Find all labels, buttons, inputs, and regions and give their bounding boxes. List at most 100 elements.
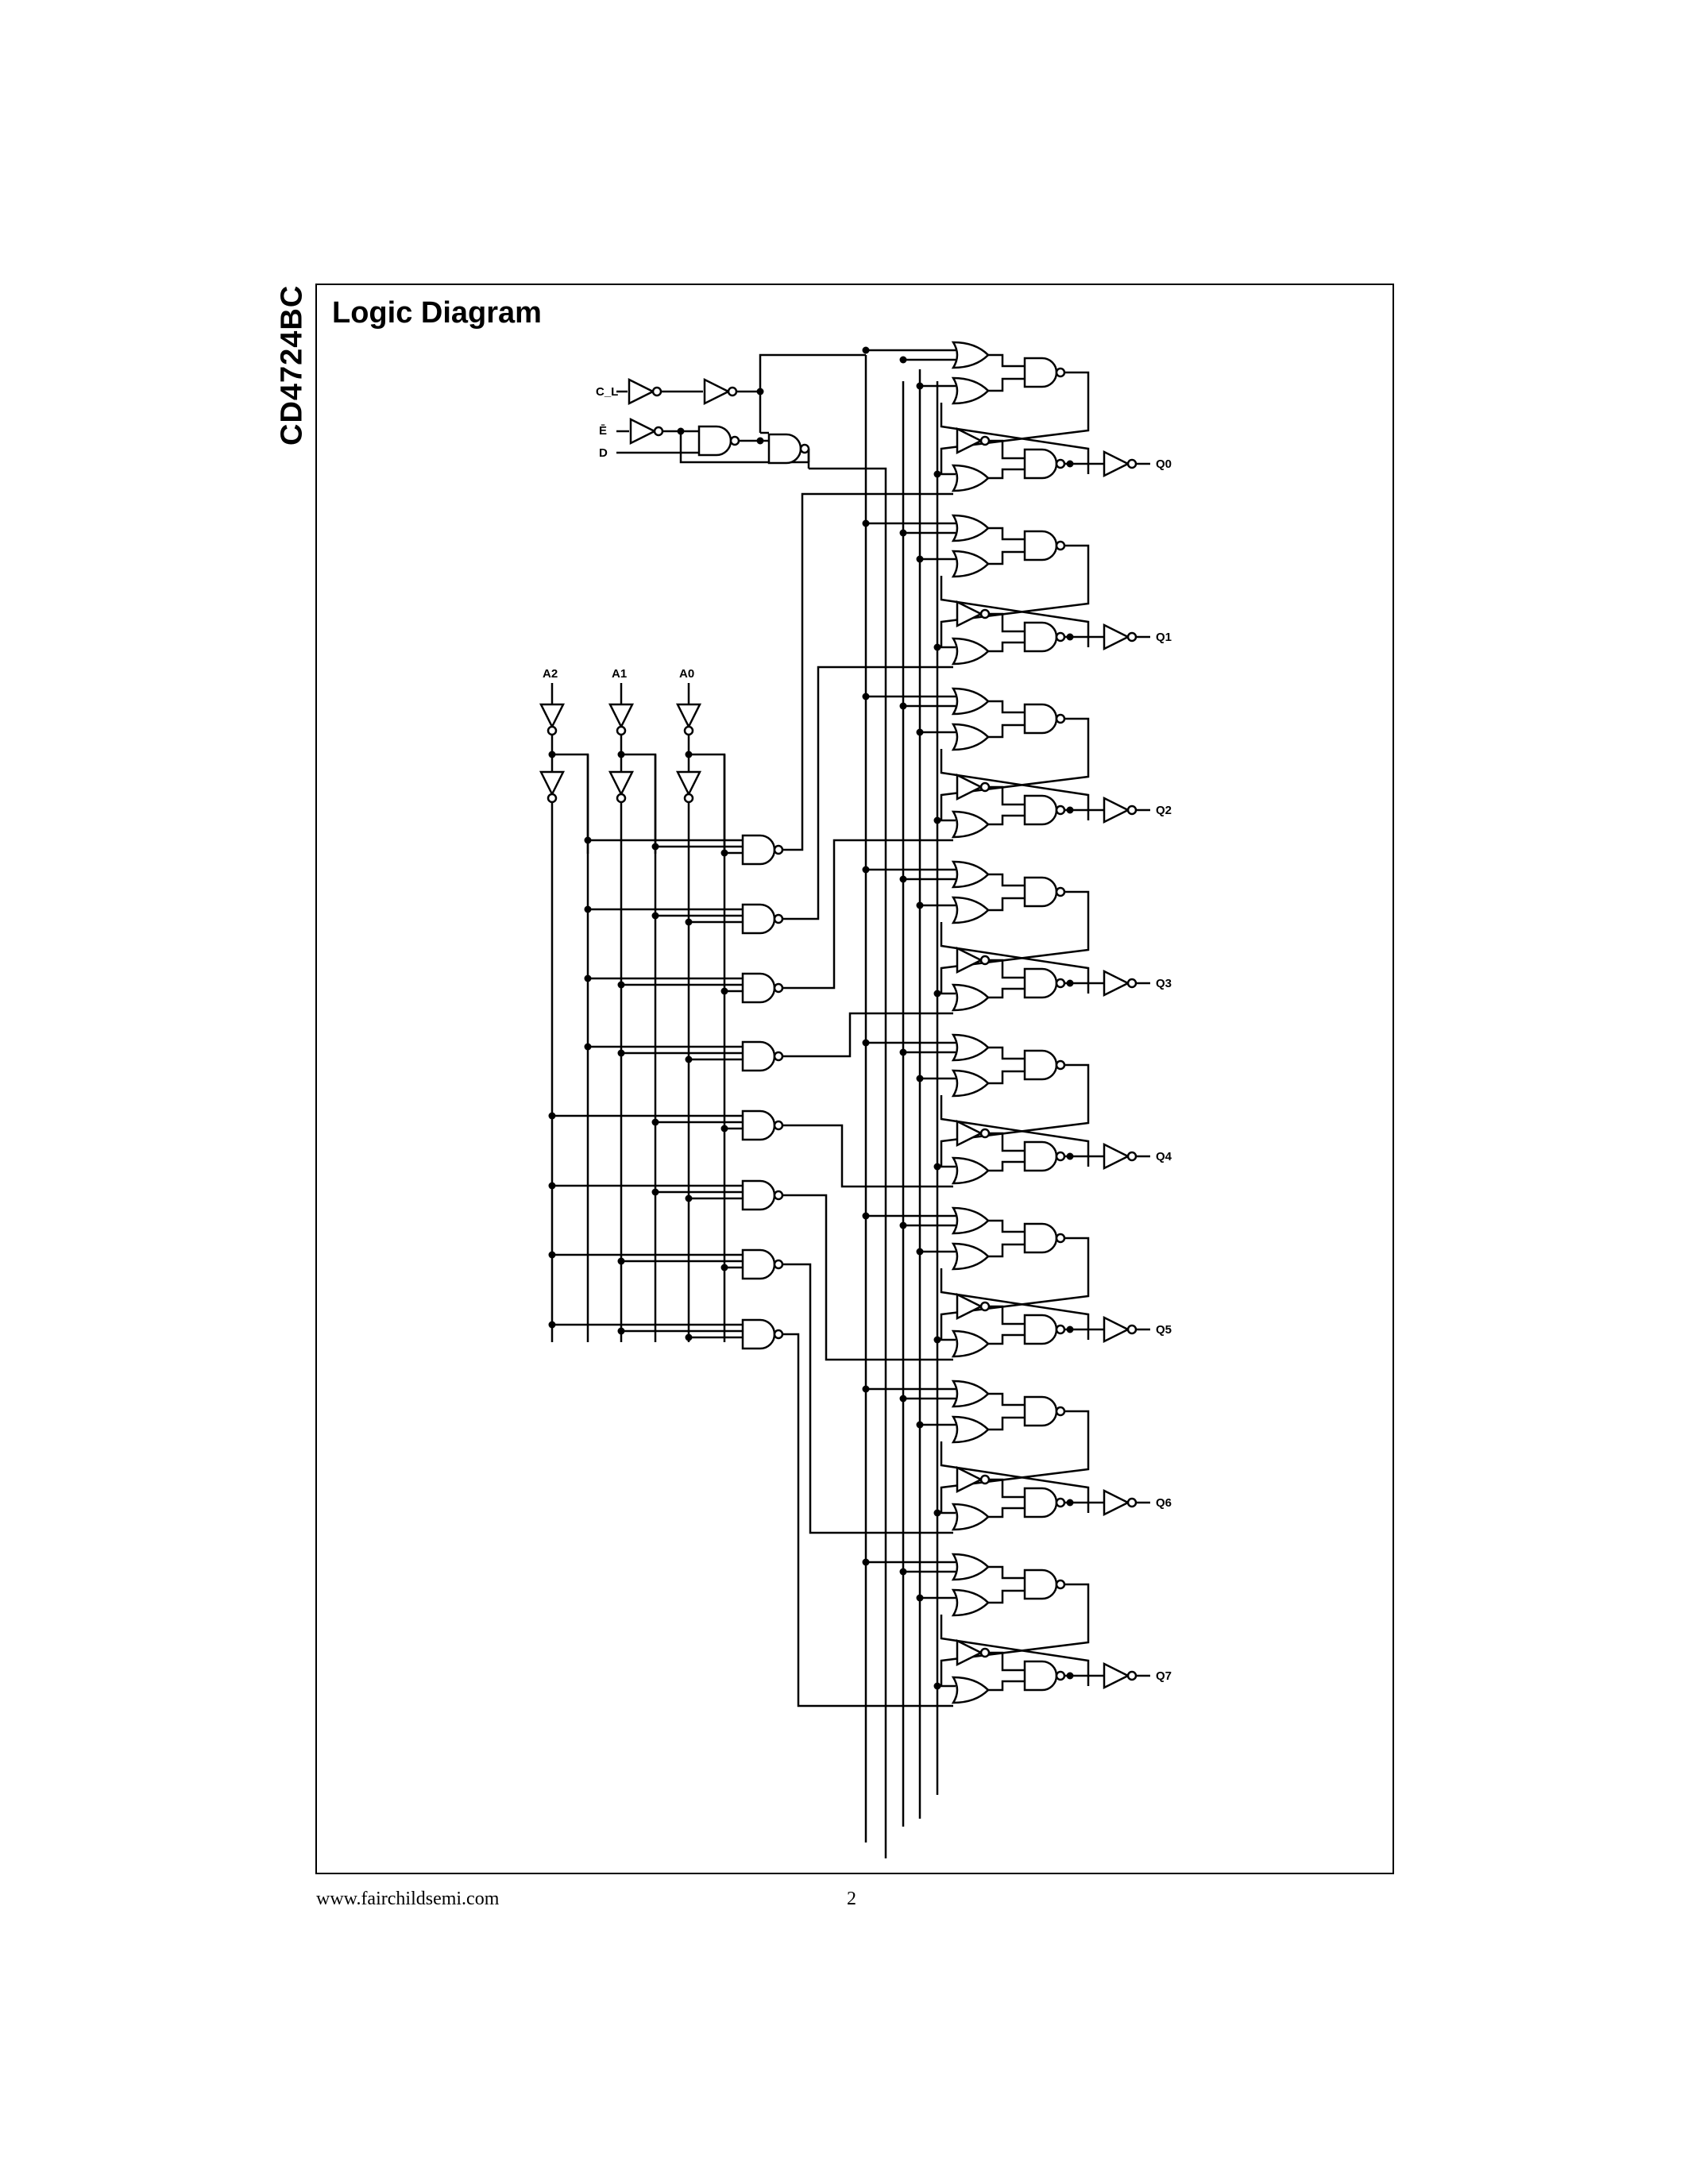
junction-dot [916,555,924,563]
latch-inverter-6 [956,1465,983,1494]
latch-or-top-4 [951,1033,990,1062]
junction-dot [933,990,941,997]
junction-dot [1066,633,1074,641]
latch-nand-top-1 [1023,530,1058,561]
wire [689,753,726,854]
address-inverter-a2-2 [539,770,566,797]
inversion-bubble [1126,1497,1138,1508]
footer-url: www.fairchildsemi.com [316,1889,500,1909]
wire [988,873,1025,887]
footer-page-number: 2 [847,1889,856,1909]
junction-dot [862,519,870,527]
inversion-bubble [773,982,784,994]
wire [552,753,589,854]
inversion-bubble [1126,978,1138,989]
junction-dot [651,1118,659,1126]
latch-or-bottom-7 [951,1676,990,1704]
junction-dot [1066,806,1074,814]
wire [940,544,1090,647]
decoder-nand-6 [741,1248,776,1280]
wire [988,1333,1025,1345]
junction-dot [720,1264,728,1271]
junction-dot [933,816,941,824]
latch-or-mid-0 [951,376,990,405]
junction-dot [548,1182,556,1190]
latch-or-top-3 [951,860,990,889]
latch-or-bottom-2 [951,810,990,839]
junction-dot [548,1321,556,1329]
address-inverter-a0-2 [675,770,702,797]
wire [988,723,1025,739]
inversion-bubble [653,426,664,437]
wire [988,550,1025,565]
decoder-nand-3 [741,1040,776,1072]
wire [782,666,953,920]
inversion-bubble [651,386,662,397]
junction-dot [916,1594,924,1602]
wire [988,987,1025,999]
output-label-3: Q3 [1156,977,1172,990]
latch-or-top-2 [951,687,990,716]
inversion-bubble [773,1329,784,1340]
junction-dot [584,905,592,913]
junction-dot [899,1048,907,1056]
wire [988,1070,1025,1085]
inversion-bubble [1055,1497,1066,1508]
junction-dot [933,1336,941,1344]
inversion-bubble [979,1301,991,1312]
junction-dot [685,751,693,758]
inversion-bubble [1126,1670,1138,1681]
junction-dot [916,382,924,390]
inversion-bubble [1055,1324,1066,1335]
junction-dot [651,1188,659,1196]
inversion-bubble [616,793,627,804]
latch-or-top-1 [951,514,990,542]
inversion-bubble [1055,631,1066,642]
wire [988,468,1025,480]
wire [988,1219,1025,1233]
inversion-bubble [979,435,991,446]
inversion-bubble [1055,713,1066,724]
wire [988,1680,1025,1692]
inversion-bubble [773,913,784,924]
junction-dot [899,1395,907,1403]
wire [988,1392,1025,1406]
wire [988,527,1025,541]
junction-dot [617,1049,625,1057]
wire [988,377,1025,392]
inversion-bubble [979,781,991,793]
inversion-bubble [547,725,558,736]
junction-dot [720,1125,728,1133]
output-inverter-1 [1103,623,1130,651]
junction-dot [584,1043,592,1051]
inversion-bubble [727,386,738,397]
output-label-4: Q4 [1156,1150,1172,1163]
latch-nand-top-2 [1023,703,1058,735]
junction-dot [617,751,625,758]
inversion-bubble [1126,458,1138,469]
junction-dot [1066,1672,1074,1680]
inversion-bubble [1055,1670,1066,1681]
latch-or-top-0 [951,341,990,369]
latch-or-bottom-6 [951,1503,990,1531]
latch-or-mid-7 [951,1588,990,1617]
wire [621,753,657,854]
junction-dot [899,529,907,537]
wire [782,1012,953,1058]
wire [989,785,1025,806]
latch-nand-top-6 [1023,1395,1058,1427]
wire [989,1651,1025,1672]
address-inverter-a2-1 [539,703,566,729]
junction-dot [862,346,870,354]
latch-inverter-1 [956,600,983,628]
latch-nand-top-4 [1023,1049,1058,1081]
output-inverter-6 [1103,1488,1130,1517]
inversion-bubble [773,1051,784,1062]
latch-nand-top-0 [1023,357,1058,388]
wire [782,1124,953,1188]
wire [989,1132,1025,1152]
wire [940,371,1090,474]
junction-dot [685,1055,693,1063]
wire [988,814,1025,826]
